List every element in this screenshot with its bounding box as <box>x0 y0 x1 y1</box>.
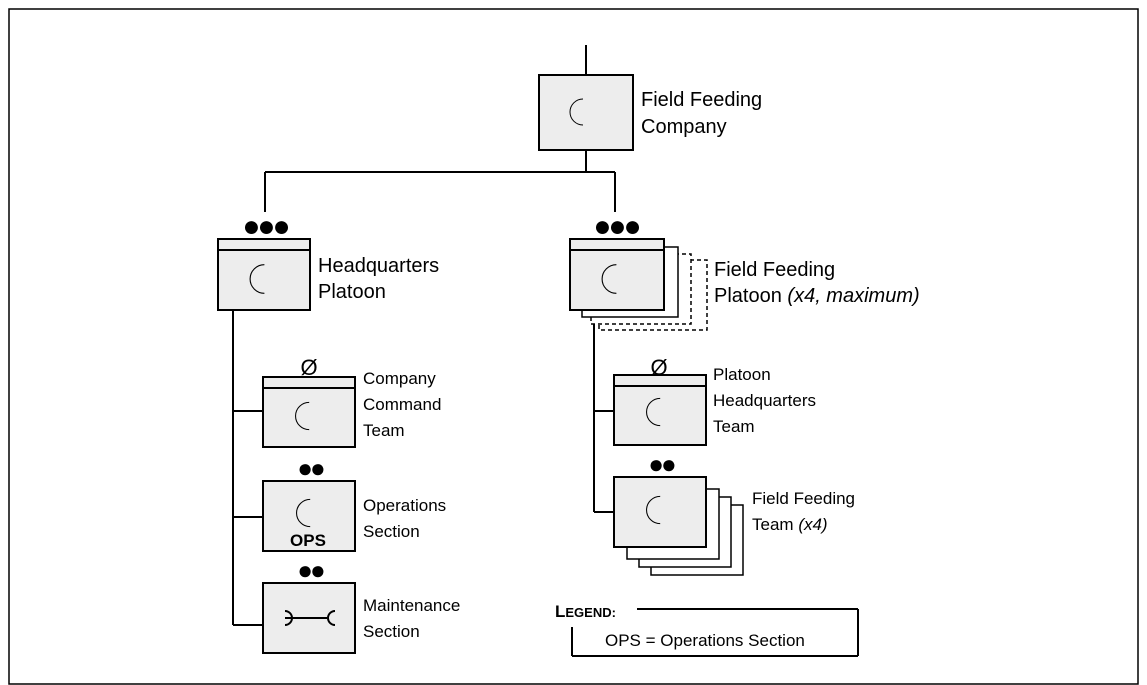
unit-platoon-headquarters-team: Ø Platoon Headquarters Team <box>613 355 816 446</box>
legend-title-first: L <box>555 602 565 621</box>
hq-platoon-label-line1: Headquarters <box>318 255 439 277</box>
echelon-section-dots: ●● <box>648 449 675 479</box>
command-team-label-line1: Company <box>363 369 436 388</box>
legend-title: LEGEND: <box>555 602 616 621</box>
echelon-section-dots: ●● <box>297 555 324 585</box>
echelon-team-symbol: Ø <box>650 355 667 380</box>
unit-maintenance-section: ●● Maintenance Section <box>262 555 460 654</box>
connector-lines <box>232 45 616 626</box>
echelon-platoon-dots: ●●● <box>593 210 639 243</box>
legend: LEGEND: OPS = Operations Section <box>555 602 859 657</box>
platoon-hq-label-line2: Headquarters <box>713 391 816 410</box>
ff-platoon-note: (x4, maximum) <box>787 285 919 307</box>
legend-title-rest: EGEND: <box>565 605 616 620</box>
ff-team-label-line2: Team (x4) <box>752 515 828 534</box>
command-team-label-line2: Command <box>363 395 441 414</box>
ff-team-label-line1: Field Feeding <box>752 489 855 508</box>
ff-platoon-label-line1: Field Feeding <box>714 259 835 281</box>
unit-field-feeding-team: ●● Field Feeding Team (x4) <box>613 449 855 576</box>
legend-entry: OPS = Operations Section <box>605 631 805 650</box>
command-team-label-line3: Team <box>363 421 405 440</box>
echelon-platoon-dots: ●●● <box>242 210 288 243</box>
unit-field-feeding-company: Field Feeding Company <box>538 74 762 151</box>
company-label-line2: Company <box>641 116 727 138</box>
maintenance-wrench-icon <box>284 610 336 626</box>
company-label-line1: Field Feeding <box>641 89 762 111</box>
unit-company-command-team: Ø Company Command Team <box>262 355 441 448</box>
unit-headquarters-platoon: ●●● Headquarters Platoon <box>217 210 439 311</box>
maintenance-label-line1: Maintenance <box>363 596 460 615</box>
maintenance-label-line2: Section <box>363 622 420 641</box>
platoon-hq-label-line3: Team <box>713 417 755 436</box>
echelon-section-dots: ●● <box>297 453 324 483</box>
ff-platoon-label-line2: Platoon (x4, maximum) <box>714 285 920 307</box>
unit-operations-section: ●● OPS Operations Section <box>262 453 446 552</box>
platoon-hq-label-line1: Platoon <box>713 365 771 384</box>
ff-platoon-label-text: Platoon <box>714 285 782 307</box>
operations-label-line2: Section <box>363 522 420 541</box>
echelon-team-symbol: Ø <box>300 355 317 380</box>
unit-field-feeding-platoon: ●●● Field Feeding Platoon (x4, maximum) <box>569 210 920 331</box>
hq-platoon-label-line2: Platoon <box>318 281 386 303</box>
operations-label-line1: Operations <box>363 496 446 515</box>
ff-team-note: (x4) <box>798 515 827 534</box>
ff-team-label-text: Team <box>752 515 794 534</box>
ops-modifier: OPS <box>290 531 326 550</box>
page-border <box>8 8 1139 685</box>
